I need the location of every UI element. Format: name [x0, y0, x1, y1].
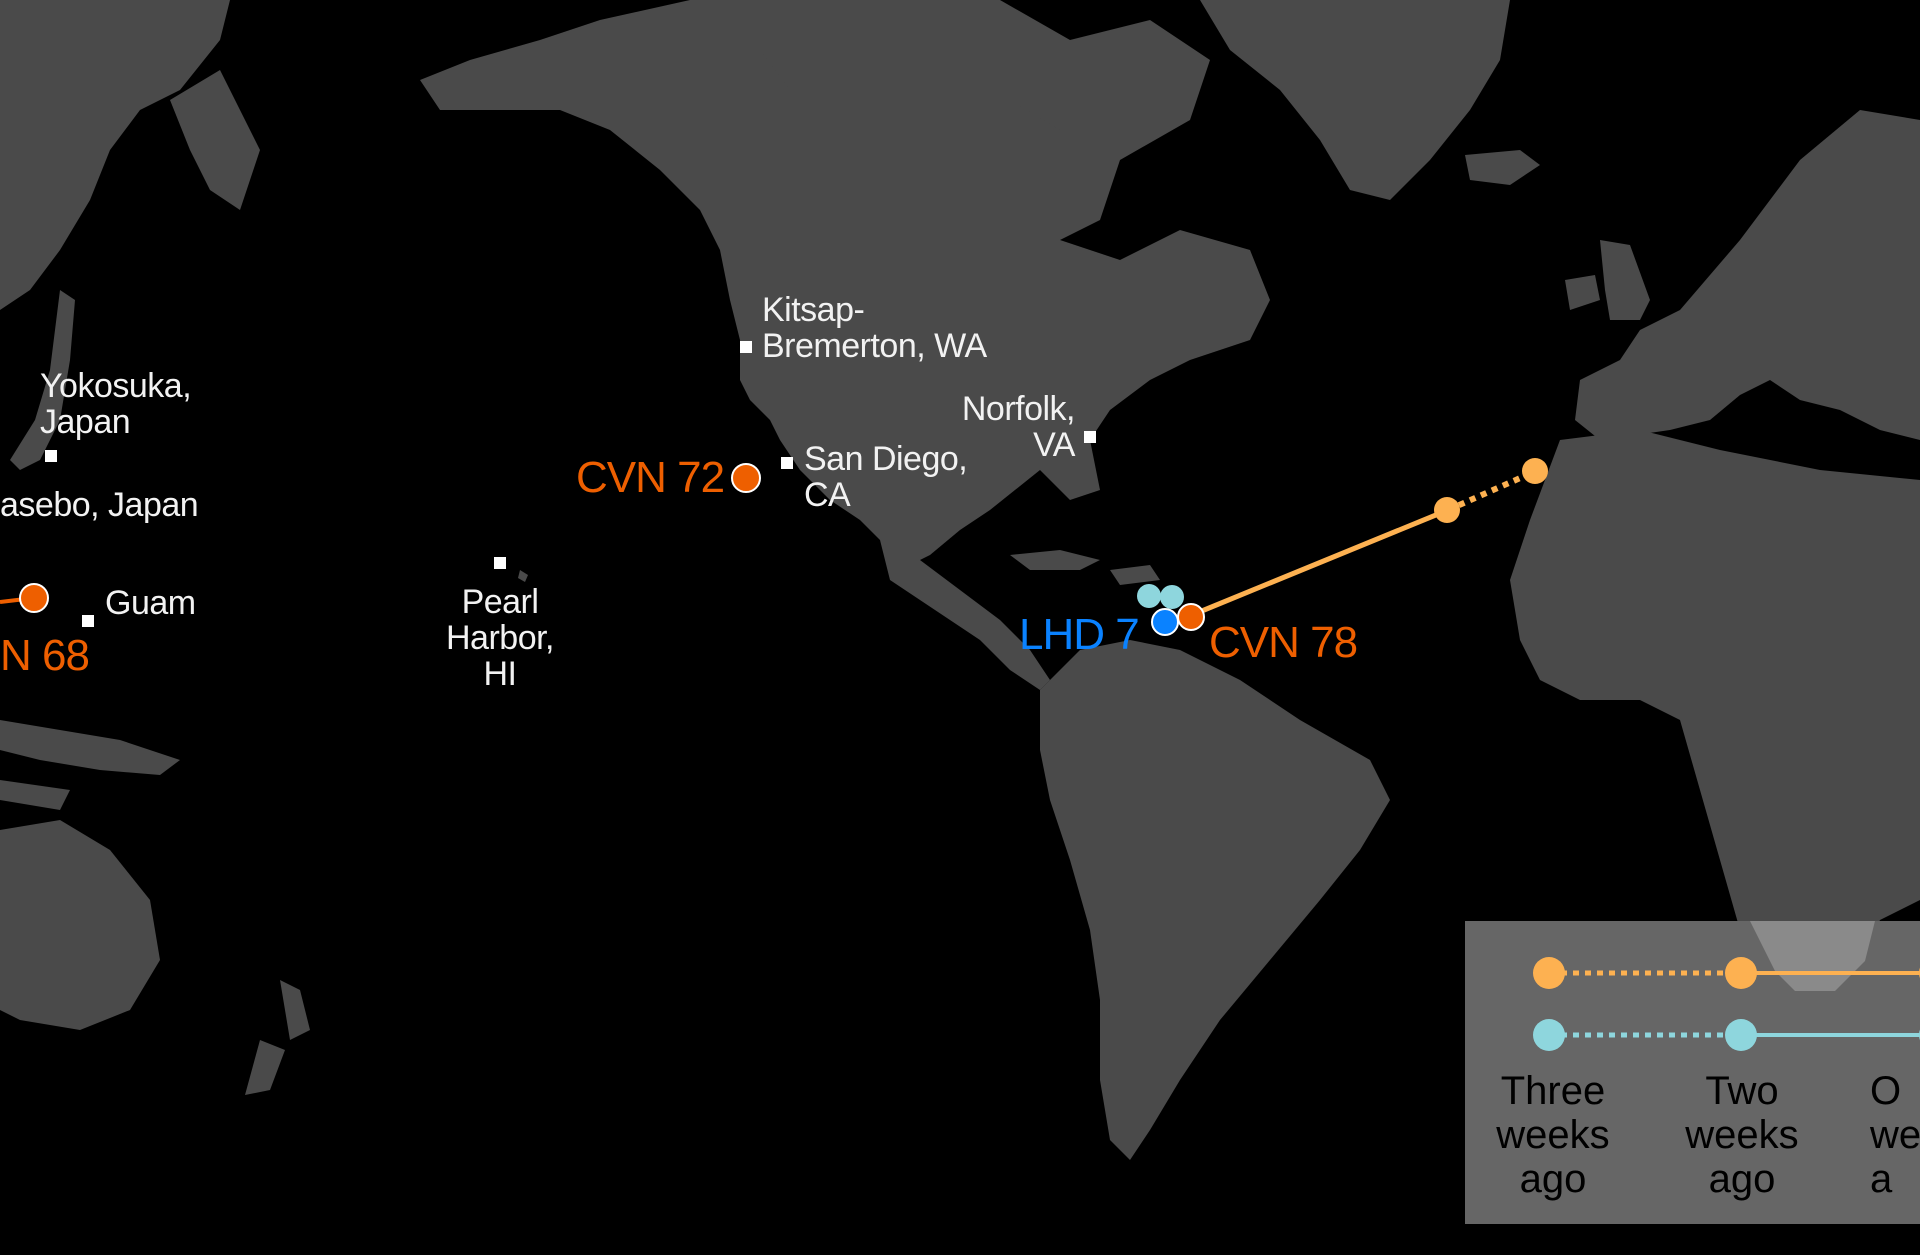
- port-label-line: Yokosuka,: [40, 367, 192, 405]
- port-label-yokosuka: Yokosuka, Japan: [40, 367, 192, 441]
- port-marker-san-diego[interactable]: [781, 457, 793, 469]
- legend-label-line: weeks: [1685, 1113, 1799, 1157]
- port-label-line: CA: [804, 476, 851, 514]
- land-hawaii: [518, 570, 528, 582]
- port-label-line: Harbor,: [446, 619, 555, 657]
- legend-label-line: ago: [1519, 1157, 1587, 1201]
- legend-amphib-three-weeks: [1533, 1019, 1565, 1051]
- legend-label-line: a: [1870, 1157, 1893, 1201]
- legend-tracks: [1533, 921, 1920, 1051]
- land-europe: [1575, 110, 1920, 440]
- port-label-line: asebo, Japan: [0, 486, 199, 524]
- legend-amphib-two-weeks: [1725, 1019, 1757, 1051]
- land-new-zealand: [245, 980, 310, 1095]
- legend-africa-overlay: [1750, 921, 1875, 991]
- cvn78-marker[interactable]: [1177, 603, 1205, 631]
- legend-label-two-weeks: Two weeks ago: [1672, 1069, 1812, 1201]
- lhd7-position-prior-2[interactable]: [1160, 585, 1184, 609]
- legend-carrier-three-weeks: [1533, 957, 1565, 989]
- ship-label-cvn78[interactable]: CVN 78: [1209, 618, 1358, 667]
- land-japan: [10, 290, 75, 470]
- land-australia: [0, 820, 160, 1030]
- port-label-sasebo: asebo, Japan: [0, 486, 199, 524]
- land-central-america: [880, 540, 1050, 690]
- port-label-guam: Guam: [105, 585, 196, 621]
- cvn78-position-three-weeks[interactable]: [1522, 458, 1548, 484]
- legend: Three weeks ago Two weeks ago O we a: [1465, 921, 1920, 1224]
- land-caribbean: [1010, 550, 1160, 585]
- port-label-line: Pearl: [461, 583, 539, 621]
- cvn78-track-solid: [1191, 507, 1449, 618]
- legend-label-line: O: [1870, 1069, 1902, 1113]
- land-iceland: [1465, 150, 1540, 185]
- land-south-america: [1040, 640, 1390, 1160]
- port-label-line: VA: [1033, 426, 1075, 464]
- port-label-san-diego: San Diego, CA: [804, 440, 968, 514]
- land-british-isles: [1565, 240, 1650, 320]
- legend-carrier-two-weeks: [1725, 957, 1757, 989]
- cvn78-track-dotted: [1446, 468, 1538, 513]
- port-label-kitsap: Kitsap- Bremerton, WA: [762, 292, 987, 364]
- ship-label-lhd7[interactable]: LHD 7: [1019, 610, 1140, 659]
- port-label-line: Kitsap-: [762, 291, 865, 329]
- legend-label-three-weeks: Three weeks ago: [1483, 1069, 1623, 1201]
- port-label-line: Guam: [105, 584, 196, 622]
- port-marker-pearl-harbor[interactable]: [494, 557, 506, 569]
- land-se-asia: [0, 720, 180, 810]
- port-label-line: Norfolk,: [961, 390, 1076, 428]
- port-label-line: Bremerton, WA: [762, 327, 987, 365]
- cvn68-marker[interactable]: [19, 583, 49, 613]
- port-marker-norfolk[interactable]: [1084, 431, 1096, 443]
- land-africa: [1510, 430, 1920, 1000]
- legend-label-line: Two: [1705, 1069, 1779, 1113]
- port-label-pearl-harbor: Pearl Harbor, HI: [430, 584, 570, 692]
- lhd7-marker[interactable]: [1151, 608, 1179, 636]
- port-marker-kitsap[interactable]: [740, 341, 752, 353]
- legend-label-line: we: [1870, 1113, 1920, 1157]
- land-north-america: [420, 0, 1270, 560]
- port-label-norfolk: Norfolk, VA: [955, 390, 1076, 464]
- ship-label-cvn68[interactable]: N 68: [0, 631, 90, 680]
- legend-label-line: weeks: [1496, 1113, 1610, 1157]
- legend-label-line: Three: [1500, 1069, 1606, 1113]
- lhd7-position-prior-1[interactable]: [1137, 584, 1161, 608]
- port-label-line: Japan: [40, 403, 131, 441]
- port-marker-guam[interactable]: [82, 615, 94, 627]
- legend-label-one-week: O we a: [1870, 1069, 1920, 1201]
- port-marker-yokosuka[interactable]: [45, 450, 57, 462]
- land-arctic-islands: [760, 30, 1110, 130]
- port-label-line: HI: [483, 655, 518, 693]
- cvn72-marker[interactable]: [731, 463, 761, 493]
- land-kamchatka: [170, 70, 260, 210]
- land-greenland: [1200, 0, 1510, 200]
- legend-label-line: ago: [1708, 1157, 1776, 1201]
- cvn78-position-two-weeks[interactable]: [1434, 497, 1460, 523]
- ship-label-cvn72[interactable]: CVN 72: [576, 453, 725, 502]
- port-label-line: San Diego,: [804, 440, 968, 478]
- land-asia: [0, 0, 230, 310]
